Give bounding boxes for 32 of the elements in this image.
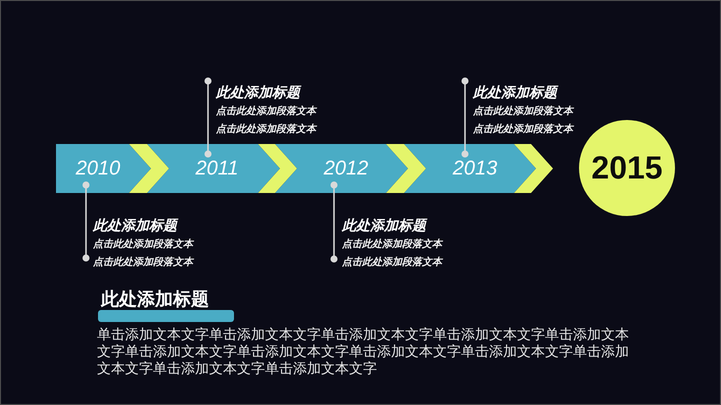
callout-text: 点击此处添加段落文本 [473,122,573,137]
year-circle [579,120,675,216]
timeline-segment [56,144,151,193]
callout-text: 点击此处添加段落文本 [473,104,573,119]
callout-title: 此处添加标题 [93,217,177,236]
body-text: 单击添加文本文字单击添加文本文字单击添加文本文字单击添加文本文字单击添加文本文字单击添加文本文字单击添加文本文字单击添加文本文字单击添加文本文字单击添加文本文字单击添加文本文字单击添加文本文字 [97,327,630,378]
chevron-arrow [386,144,426,193]
callout-title: 此处添加标题 [342,217,426,236]
callout-text: 点击此处添加段落文本 [342,238,442,252]
leader-line [204,78,212,158]
timeline-segment [404,144,536,193]
year-label: 2013 [452,157,498,180]
callout-title: 此处添加标题 [216,84,300,103]
callout-text: 点击此处添加段落文本 [216,122,316,137]
callout-title: 此处添加标题 [473,84,557,103]
chevron-arrow [514,144,553,193]
leader-line [330,182,338,262]
timeline-segment [275,144,408,193]
leader-line [462,78,468,158]
chevron-arrow [129,144,169,193]
section-title: 此处添加标题 [101,291,209,309]
year-label: 2011 [196,157,238,180]
chevron-arrow [258,144,297,193]
timeline-segment [147,144,280,193]
leader-line [82,182,90,262]
callout-text: 点击此处添加段落文本 [342,256,442,270]
year-label: 2010 [76,157,120,180]
year-label: 2012 [324,157,368,180]
callout-text: 点击此处添加段落文本 [93,238,193,252]
callout-text: 点击此处添加段落文本 [93,256,193,270]
year-label: 2015 [591,150,663,186]
callout-text: 点击此处添加段落文本 [216,104,316,119]
